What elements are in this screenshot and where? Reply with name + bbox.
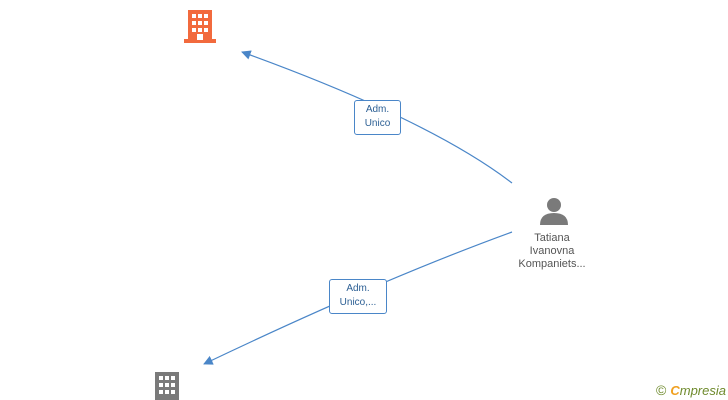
edge-label-line: Adm. — [365, 104, 390, 115]
brand-footer: © Cmpresia — [656, 382, 726, 398]
copyright-symbol: © — [656, 382, 667, 398]
edge-label-top[interactable]: Adm. Unico — [354, 100, 401, 135]
person-name-line: Tatiana — [534, 232, 570, 244]
person-name[interactable]: Tatiana Ivanovna Kompaniets... — [502, 232, 602, 271]
building-icon[interactable] — [184, 10, 216, 43]
brand-logo[interactable]: Cmpresia — [670, 383, 726, 398]
person-name-line: Kompaniets... — [518, 258, 586, 270]
brand-logo-initial: C — [670, 382, 680, 398]
edge-label-bottom[interactable]: Adm. Unico,... — [329, 279, 387, 314]
building-icon[interactable] — [155, 372, 179, 400]
edge-label-line: Unico,... — [339, 297, 377, 308]
person-name-line: Ivanovna — [529, 245, 575, 257]
edge-label-line: Unico — [364, 118, 391, 129]
edge-label-line: Adm. — [346, 283, 370, 294]
edge-person-to-top-company — [241, 50, 513, 184]
person-icon[interactable] — [540, 198, 568, 225]
brand-logo-text: mpresia — [679, 382, 726, 398]
